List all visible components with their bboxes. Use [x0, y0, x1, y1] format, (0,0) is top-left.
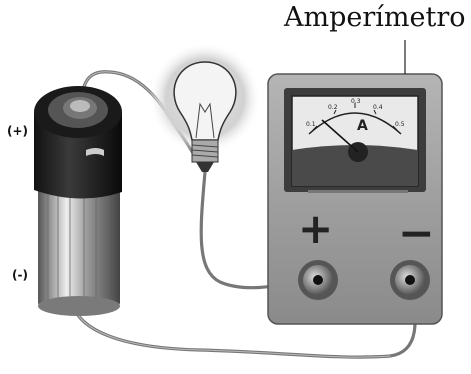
scale-tick-label: 0.3: [351, 98, 361, 105]
battery-negative-label: (-): [12, 268, 28, 282]
ammeter-title: Amperímetro: [284, 2, 466, 33]
scale-tick-label: 0.2: [328, 104, 338, 111]
battery-positive-label: (+): [7, 124, 28, 138]
light-bulb: [149, 42, 261, 172]
battery: [34, 86, 122, 316]
ammeter-unit-label: A: [357, 118, 368, 134]
ammeter: [268, 74, 442, 324]
ammeter-plus-sign: +: [298, 204, 333, 253]
scale-tick-label: 0.5: [395, 121, 405, 128]
scale-tick-label: 0.1: [306, 121, 316, 128]
ammeter-minus-sign: −: [398, 208, 435, 259]
scale-tick-label: 0.4: [373, 104, 383, 111]
